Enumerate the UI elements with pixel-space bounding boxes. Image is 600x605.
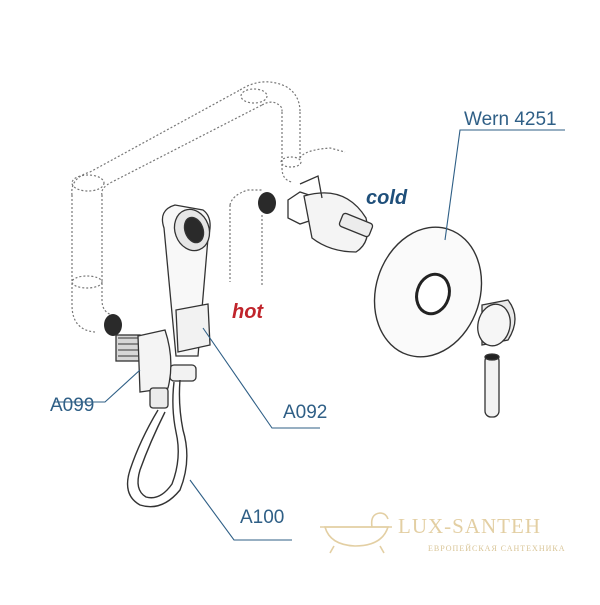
mixer-valve (287, 175, 374, 253)
watermark-subtitle: ЕВРОПЕЙСКАЯ САНТЕХНИКА (428, 544, 566, 553)
label-a092: A092 (283, 402, 328, 423)
shower-hose (126, 379, 188, 508)
pipe-end-left (104, 314, 122, 336)
pipe-end-right (258, 192, 276, 214)
angle-valve (115, 329, 172, 409)
leader-a100 (189, 479, 292, 541)
label-cold: cold (366, 187, 408, 209)
label-wern-4251: Wern 4251 (464, 109, 557, 130)
leader-a092 (202, 327, 320, 429)
watermark-logo (320, 512, 392, 554)
leader-a099 (55, 369, 141, 403)
label-a099: A099 (50, 395, 95, 416)
pipework-dotted (71, 81, 346, 333)
watermark-brand: LUX-SANTEH (398, 514, 541, 538)
shower-holder (169, 303, 211, 382)
label-hot: hot (232, 301, 264, 323)
leader-lines (55, 129, 565, 541)
label-a100: A100 (240, 507, 285, 528)
escutcheon-plate (373, 226, 483, 358)
leader-wern (444, 129, 565, 241)
handle-knob (477, 299, 516, 418)
